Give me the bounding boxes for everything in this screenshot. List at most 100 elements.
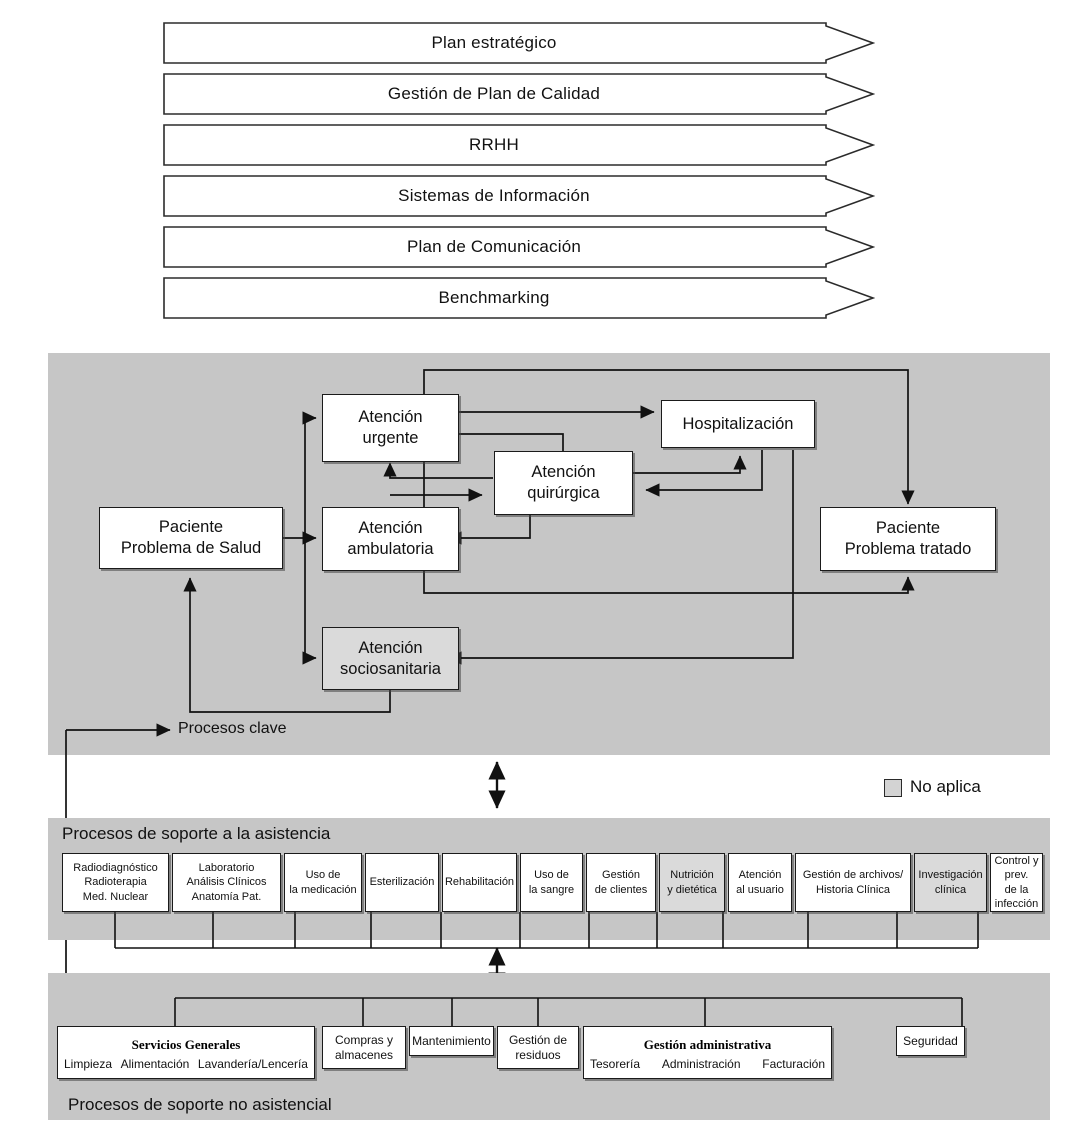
- group-label: Seguridad: [897, 1027, 964, 1055]
- key-box-atencion-ambulatoria[interactable]: Atención ambulatoria: [322, 507, 459, 571]
- support-box-8[interactable]: Atención al usuario: [728, 853, 792, 912]
- group-items: Tesorería Administración Facturación: [590, 1057, 825, 1071]
- key-box-hospitalizacion[interactable]: Hospitalización: [661, 400, 815, 448]
- box-line: Investigación: [918, 869, 983, 882]
- box-line: y dietética: [667, 883, 717, 896]
- key-box-paciente-problema-tratado[interactable]: Paciente Problema tratado: [820, 507, 996, 571]
- box-line: sociosanitaria: [340, 659, 441, 678]
- box-line: Problema tratado: [844, 540, 972, 558]
- group-item: Administración: [661, 1057, 741, 1071]
- group-box-gestion-de-residuos[interactable]: Gestión de residuos: [497, 1026, 579, 1069]
- support-box-6[interactable]: Gestión de clientes: [586, 853, 656, 912]
- box-line: clínica: [934, 883, 967, 896]
- arrow-shape: [163, 226, 875, 268]
- strategic-arrow-label: Plan estratégico: [431, 33, 557, 52]
- box-line: Gestión de archivos/: [802, 869, 904, 882]
- strategic-arrow-label: Plan de Comunicación: [406, 237, 582, 256]
- box-line: Radioterapia: [84, 876, 147, 889]
- box-line: Control y prev.: [994, 854, 1039, 882]
- group-label: Compras y almacenes: [323, 1027, 405, 1068]
- box-line: Atención: [358, 519, 423, 538]
- box-line: Uso de: [534, 869, 569, 882]
- strategic-arrow-label: Benchmarking: [438, 288, 550, 307]
- group-box-mantenimiento[interactable]: Mantenimiento: [409, 1026, 494, 1056]
- group-item: Alimentación: [120, 1057, 190, 1071]
- arrow-shape: [163, 73, 875, 115]
- support-box-4[interactable]: Rehabilitación: [442, 853, 517, 912]
- box-line: Anatomía Pat.: [191, 890, 262, 903]
- arrow-shape: [163, 175, 875, 217]
- strategic-arrow-2[interactable]: RRHH: [163, 124, 875, 166]
- group-label: Mantenimiento: [410, 1027, 493, 1055]
- support-box-0[interactable]: Radiodiagnóstico Radioterapia Med. Nucle…: [62, 853, 169, 912]
- no-aplica-swatch-icon: [884, 779, 902, 797]
- box-line: Hospitalización: [682, 414, 794, 433]
- box-line: Historia Clínica: [816, 883, 890, 896]
- support-box-5[interactable]: Uso de la sangre: [520, 853, 583, 912]
- support-box-1[interactable]: Laboratorio Análisis Clínicos Anatomía P…: [172, 853, 281, 912]
- strategic-arrow-4[interactable]: Plan de Comunicación: [163, 226, 875, 268]
- group-box-gestion-administrativa[interactable]: Gestión administrativa Tesorería Adminis…: [583, 1026, 832, 1079]
- group-label: Gestión de residuos: [498, 1027, 578, 1068]
- group-items: Limpieza Alimentación Lavandería/Lencerí…: [64, 1057, 308, 1071]
- box-line: Problema de Salud: [120, 539, 262, 557]
- support-non-care-title: Procesos de soporte no asistencial: [68, 1095, 332, 1114]
- box-line: ambulatoria: [347, 540, 434, 558]
- box-line: quirúrgica: [527, 484, 600, 502]
- procesos-clave-label: Procesos clave: [178, 720, 287, 737]
- box-line: Atención: [358, 638, 423, 657]
- group-item: Facturación: [762, 1057, 825, 1071]
- support-box-3[interactable]: Esterilización: [365, 853, 439, 912]
- box-line: de clientes: [594, 883, 648, 896]
- support-box-10[interactable]: Investigación clínica: [914, 853, 987, 912]
- strategic-arrow-label: RRHH: [469, 135, 519, 154]
- group-box-compras-y-almacenes[interactable]: Compras y almacenes: [322, 1026, 406, 1069]
- arrow-shape: [163, 22, 875, 64]
- box-line: al usuario: [736, 883, 784, 896]
- strategic-arrow-1[interactable]: Gestión de Plan de Calidad: [163, 73, 875, 115]
- box-line: Gestión: [602, 869, 640, 882]
- strategic-arrow-3[interactable]: Sistemas de Información: [163, 175, 875, 217]
- box-line: Compras: [334, 1032, 384, 1047]
- group-item: Limpieza: [64, 1057, 113, 1071]
- support-box-7[interactable]: Nutrición y dietética: [659, 853, 725, 912]
- box-line: Paciente: [875, 519, 941, 538]
- strategic-arrow-0[interactable]: Plan estratégico: [163, 22, 875, 64]
- key-box-atencion-urgente[interactable]: Atención urgente: [322, 394, 459, 462]
- group-item: Tesorería: [590, 1057, 641, 1071]
- support-box-2[interactable]: Uso de la medicación: [284, 853, 362, 912]
- box-line: Esterilización: [369, 876, 435, 889]
- arrow-shape: [163, 124, 875, 166]
- no-aplica-legend-label: No aplica: [910, 777, 981, 796]
- box-line: Mantenimiento: [412, 1033, 491, 1048]
- support-care-title: Procesos de soporte a la asistencia: [62, 824, 331, 843]
- box-line: Laboratorio: [198, 862, 255, 875]
- box-line: Gestión: [508, 1032, 551, 1047]
- group-item: Lavandería/Lencería: [197, 1057, 308, 1071]
- box-line: de residuos: [515, 1032, 568, 1062]
- group-title: Servicios Generales: [131, 1037, 241, 1052]
- arrow-shape: [163, 277, 875, 319]
- support-box-9[interactable]: Gestión de archivos/ Historia Clínica: [795, 853, 911, 912]
- key-box-atencion-sociosanitaria[interactable]: Atención sociosanitaria: [322, 627, 459, 690]
- group-title: Gestión administrativa: [643, 1037, 772, 1052]
- box-line: Análisis Clínicos: [186, 876, 267, 889]
- box-line: Med. Nuclear: [82, 890, 149, 903]
- box-line: Rehabilitación: [444, 876, 515, 889]
- group-box-seguridad[interactable]: Seguridad: [896, 1026, 965, 1056]
- box-line: y almacenes: [334, 1032, 394, 1062]
- strategic-arrow-label: Gestión de Plan de Calidad: [387, 84, 601, 103]
- box-line: urgente: [362, 429, 419, 447]
- box-line: la medicación: [289, 883, 357, 896]
- box-line: Uso de: [305, 869, 341, 882]
- box-line: Paciente: [158, 518, 224, 537]
- box-line: Seguridad: [903, 1033, 958, 1048]
- support-box-11[interactable]: Control y prev. de la infección: [990, 853, 1043, 912]
- strategic-arrow-label: Sistemas de Información: [398, 186, 590, 205]
- key-box-paciente-problema-salud[interactable]: Paciente Problema de Salud: [99, 507, 283, 569]
- strategic-arrow-5[interactable]: Benchmarking: [163, 277, 875, 319]
- group-box-servicios-generales[interactable]: Servicios Generales Limpieza Alimentació…: [57, 1026, 315, 1079]
- box-line: Atención: [531, 463, 596, 482]
- key-box-atencion-quirurgica[interactable]: Atención quirúrgica: [494, 451, 633, 515]
